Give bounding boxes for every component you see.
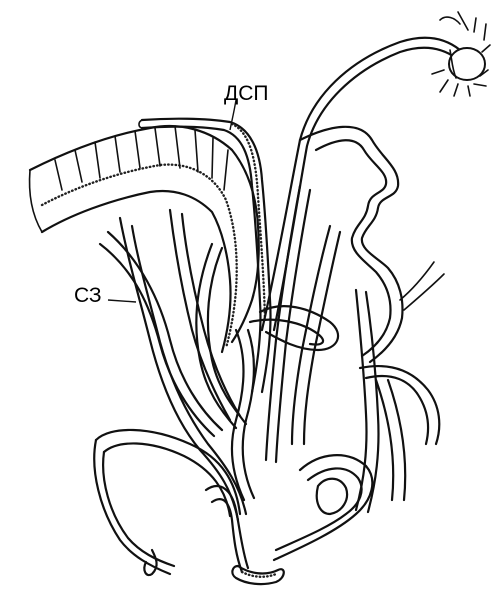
wavy-tube <box>300 127 402 362</box>
label-dsp: ДСП <box>224 83 268 104</box>
label-sz: СЗ <box>74 285 102 306</box>
central-bundle <box>100 186 340 520</box>
lower-bundle <box>94 430 372 584</box>
sz-leader-line <box>108 300 136 302</box>
right-branches <box>356 262 444 512</box>
nerve-trunk <box>262 12 490 330</box>
